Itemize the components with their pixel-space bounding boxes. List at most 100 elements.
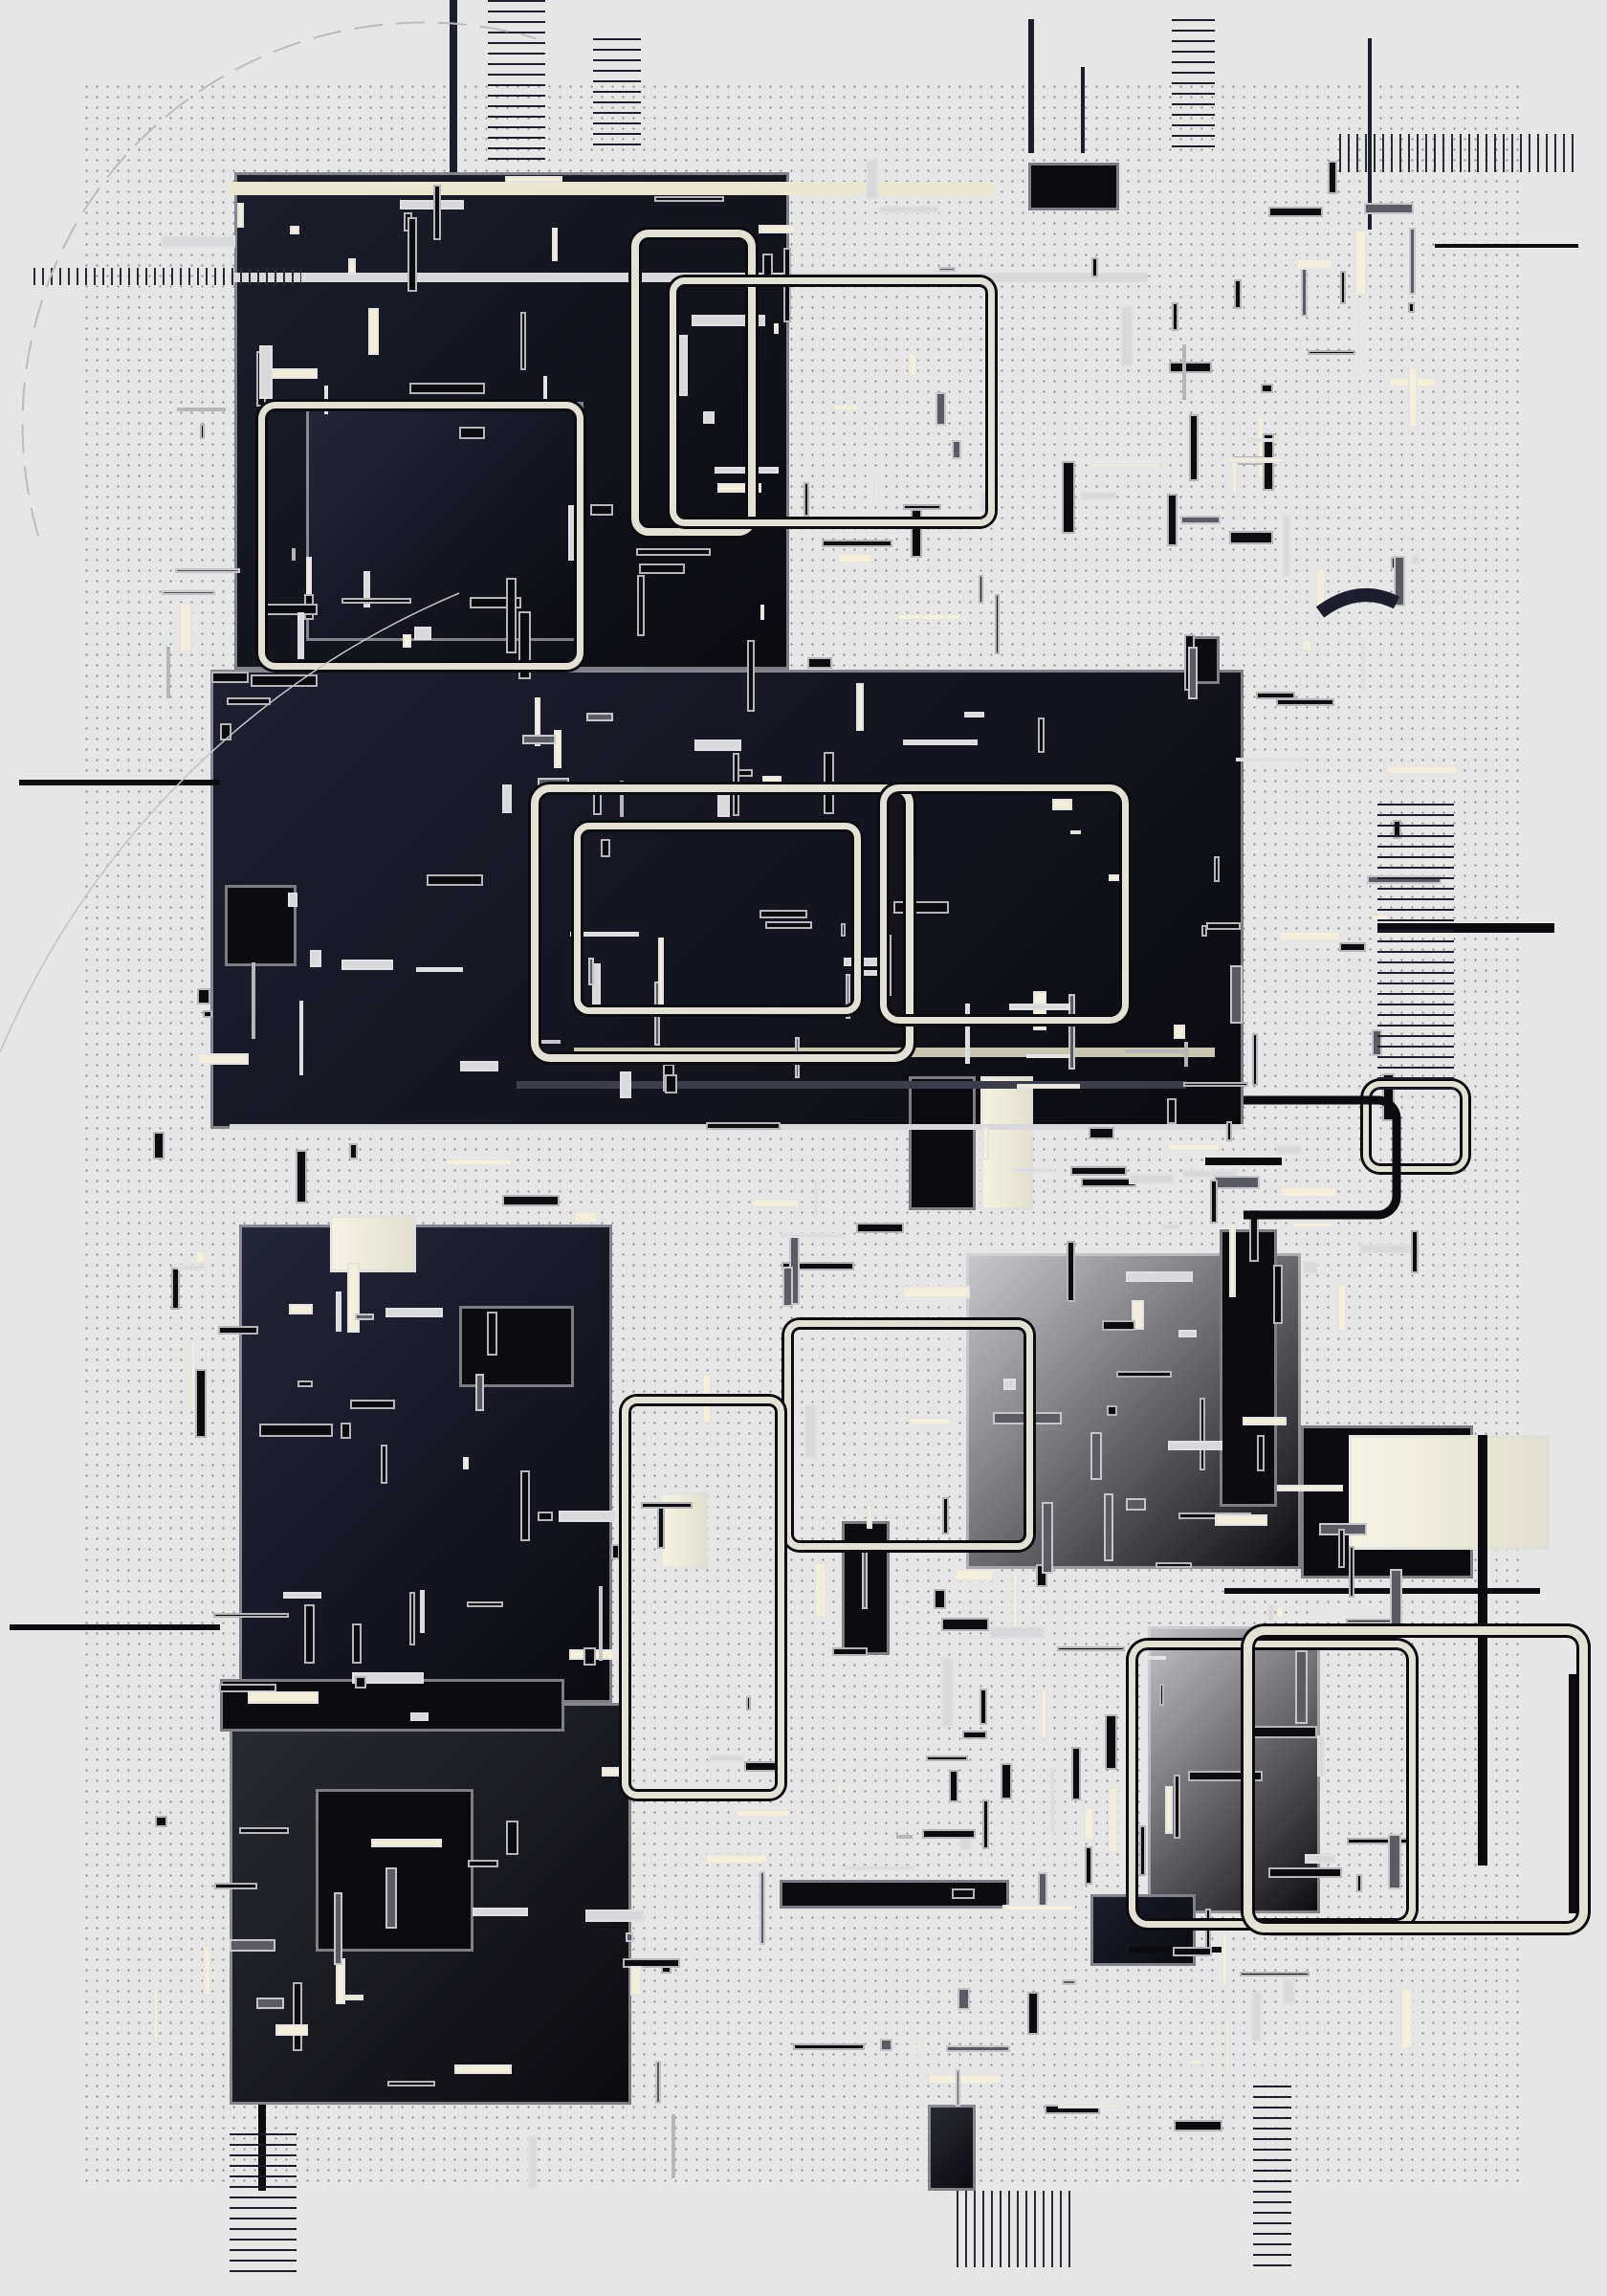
- detail-segment: [1268, 206, 1323, 217]
- detail-segment: [298, 1000, 303, 1076]
- detail-segment: [1085, 1845, 1092, 1886]
- detail-segment: [419, 1590, 426, 1634]
- detail-segment: [693, 740, 741, 751]
- detail-segment: [410, 1712, 429, 1721]
- detail-segment: [956, 2068, 961, 2107]
- detail-segment: [349, 1400, 395, 1410]
- detail-segment: [1296, 257, 1333, 270]
- detail-segment: [248, 1690, 319, 1704]
- detail-segment: [467, 1859, 499, 1868]
- detail-segment: [1252, 1033, 1259, 1086]
- detail-segment: [841, 922, 847, 938]
- detail-segment: [1411, 554, 1420, 565]
- detail-segment: [506, 577, 517, 653]
- detail-segment: [155, 1816, 168, 1828]
- detail-segment: [1188, 414, 1200, 482]
- detail-segment: [1001, 1763, 1012, 1800]
- detail-segment: [459, 427, 486, 439]
- detail-segment: [1340, 270, 1346, 305]
- detail-segment: [783, 1560, 789, 1596]
- detail-segment: [345, 1995, 363, 2001]
- detail-segment: [1105, 1714, 1117, 1771]
- detail-segment: [1041, 1689, 1047, 1740]
- detail-segment: [1226, 1121, 1232, 1142]
- bar-segment: [230, 182, 995, 195]
- detail-segment: [1128, 1173, 1175, 1184]
- detail-segment: [1188, 1771, 1263, 1782]
- detail-segment: [691, 314, 765, 327]
- detail-segment: [1267, 1866, 1342, 1879]
- tick-hatch: [1253, 2086, 1291, 2267]
- tick-hatch: [1339, 134, 1578, 172]
- bar-segment: [450, 0, 457, 172]
- detail-segment: [1166, 494, 1178, 547]
- panel-block: [225, 885, 297, 966]
- detail-segment: [255, 1998, 285, 2010]
- detail-segment: [639, 563, 686, 574]
- detail-segment: [217, 1326, 258, 1335]
- detail-segment: [635, 548, 712, 556]
- detail-segment: [203, 1009, 213, 1018]
- detail-segment: [940, 1618, 990, 1632]
- detail-segment: [487, 1312, 498, 1356]
- detail-segment: [745, 1696, 752, 1711]
- detail-segment: [1041, 1502, 1054, 1575]
- detail-segment: [978, 574, 984, 605]
- detail-segment: [259, 1423, 333, 1437]
- detail-segment: [1317, 1734, 1325, 1777]
- detail-segment: [625, 1932, 634, 1943]
- detail-segment: [197, 1053, 250, 1065]
- detail-segment: [994, 593, 1001, 654]
- bar-segment: [1377, 923, 1554, 933]
- detail-segment: [1337, 1528, 1346, 1569]
- detail-segment: [1251, 1992, 1262, 2042]
- detail-segment: [600, 838, 610, 857]
- pipe-loop: [631, 230, 756, 536]
- detail-segment: [824, 752, 834, 814]
- detail-segment: [907, 352, 917, 378]
- detail-segment: [288, 1303, 313, 1314]
- detail-segment: [1003, 1378, 1016, 1391]
- detail-segment: [175, 567, 240, 573]
- detail-segment: [782, 248, 792, 323]
- detail-segment: [463, 1457, 469, 1469]
- detail-segment: [654, 2061, 661, 2105]
- detail-segment: [1236, 758, 1307, 762]
- detail-segment: [951, 440, 961, 459]
- detail-segment: [1062, 460, 1075, 535]
- detail-segment: [620, 1071, 631, 1099]
- detail-segment: [743, 1760, 788, 1772]
- panel-block: [1148, 1626, 1320, 1913]
- detail-segment: [1183, 1082, 1249, 1087]
- detail-segment: [1225, 2013, 1231, 2078]
- detail-segment: [165, 647, 170, 698]
- detail-segment: [845, 1866, 916, 1870]
- detail-segment: [178, 602, 192, 652]
- detail-segment: [1106, 1404, 1118, 1417]
- detail-segment: [1187, 647, 1198, 700]
- detail-segment: [1328, 161, 1337, 194]
- detail-segment: [310, 950, 321, 967]
- detail-segment: [528, 2135, 539, 2189]
- detail-segment: [937, 266, 956, 272]
- detail-segment: [619, 780, 624, 817]
- detail-segment: [832, 1647, 869, 1657]
- detail-segment: [1090, 257, 1099, 278]
- detail-segment: [781, 1262, 854, 1271]
- detail-segment: [1266, 1602, 1275, 1623]
- detail-segment: [1354, 230, 1367, 297]
- detail-segment: [1360, 640, 1366, 692]
- detail-segment: [623, 1957, 680, 1969]
- detail-segment: [237, 202, 244, 228]
- detail-segment: [935, 391, 947, 426]
- detail-segment: [1026, 1992, 1040, 2035]
- detail-segment: [630, 1966, 642, 1997]
- bar-segment: [1081, 67, 1085, 153]
- detail-segment: [195, 1369, 208, 1439]
- detail-segment: [1214, 856, 1221, 882]
- detail-segment: [1358, 1243, 1421, 1254]
- detail-segment: [759, 1870, 765, 1945]
- pipe-loop: [622, 1397, 784, 1799]
- panel-block: [1028, 163, 1119, 210]
